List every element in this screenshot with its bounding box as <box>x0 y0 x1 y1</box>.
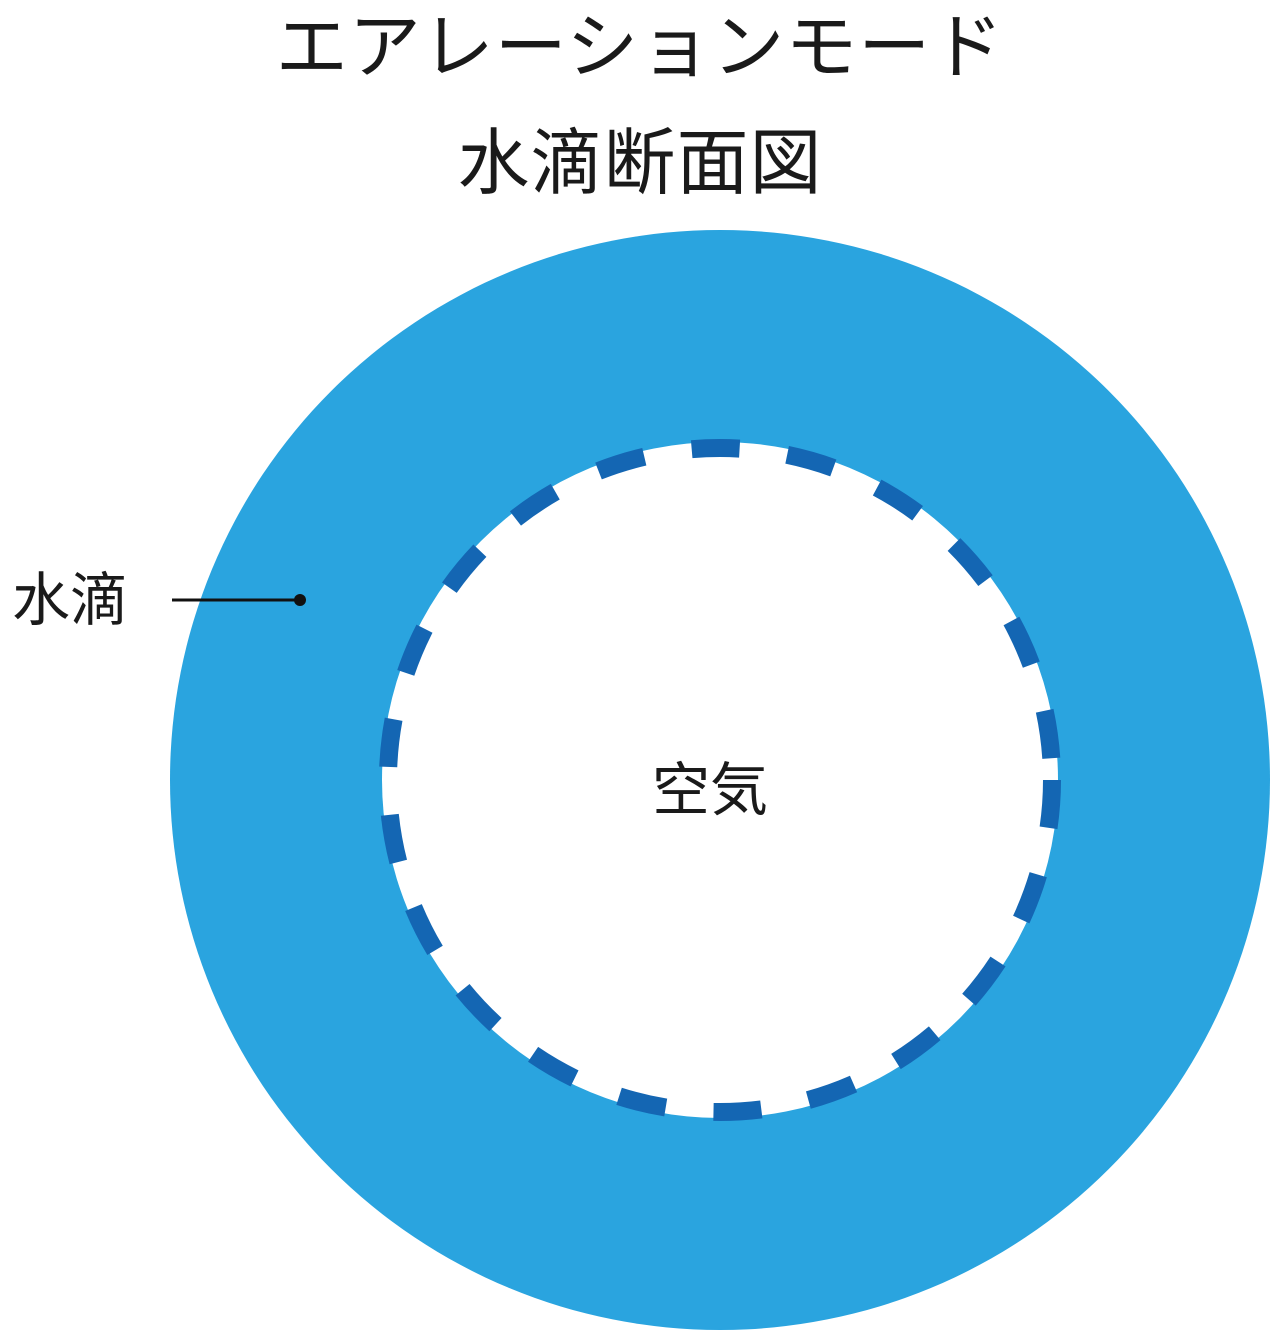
title-line-1: エアレーションモード <box>275 5 1005 89</box>
air-water-boundary-dashed <box>379 439 1061 1121</box>
air-core <box>382 442 1058 1118</box>
water-leader-dot <box>294 594 306 606</box>
water-label: 水滴 <box>12 566 129 634</box>
air-label: 空気 <box>651 756 768 824</box>
title-line-2: 水滴断面図 <box>457 121 823 205</box>
